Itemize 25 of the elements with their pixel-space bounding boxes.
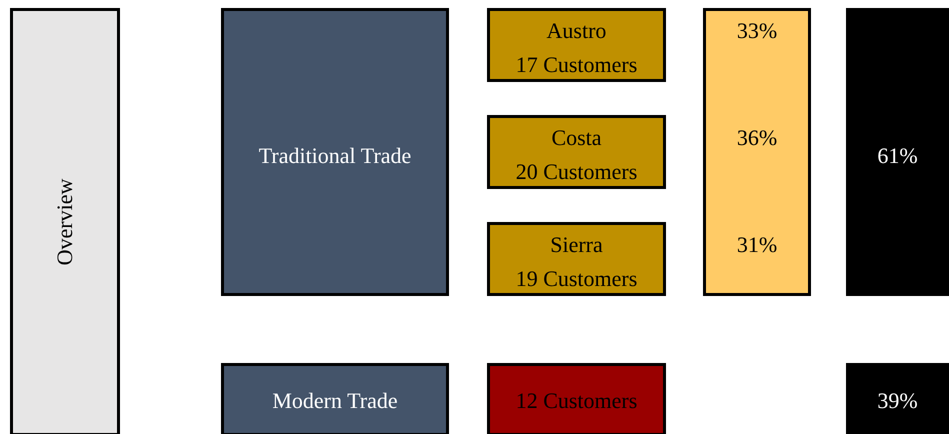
panel-title: Overview <box>52 178 78 266</box>
region-box <box>487 115 666 189</box>
channel-box <box>221 8 449 296</box>
channel-name: Traditional Trade <box>258 143 412 169</box>
region-box <box>487 222 666 296</box>
share-value: 39% <box>876 388 919 414</box>
customer-count: 17 Customers <box>514 52 638 78</box>
share-column <box>703 8 811 296</box>
total-share-box <box>846 363 949 434</box>
total-share-box <box>846 8 949 296</box>
region-box <box>487 8 666 82</box>
customer-count: 12 Customers <box>514 388 638 414</box>
channel-box <box>221 363 449 434</box>
channel-name: Modern Trade <box>271 388 399 414</box>
share-value: 36% <box>736 125 778 151</box>
share-value: 31% <box>736 232 778 258</box>
region-name: Austro <box>546 18 608 44</box>
region-name: Sierra <box>549 232 604 258</box>
customer-count: 19 Customers <box>514 266 638 292</box>
customer-count: 20 Customers <box>514 159 638 185</box>
overview-panel <box>10 8 120 434</box>
region-name: Costa <box>550 125 603 151</box>
share-value: 61% <box>876 143 919 169</box>
share-value: 33% <box>736 18 778 44</box>
customer-box <box>487 363 666 434</box>
